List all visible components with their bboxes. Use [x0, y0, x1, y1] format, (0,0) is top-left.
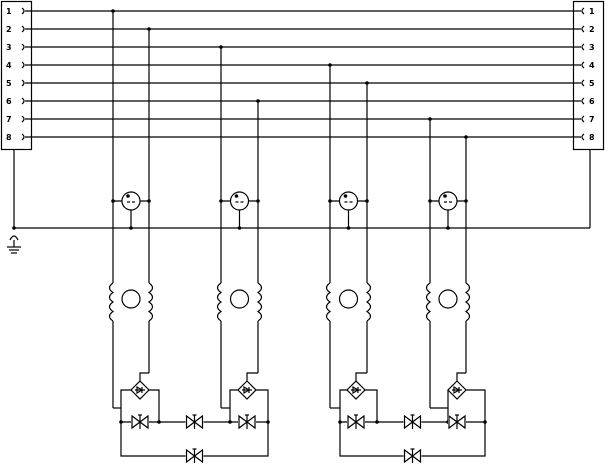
- left-pin-label: 2: [6, 25, 12, 34]
- right-pin-label: 4: [589, 61, 595, 70]
- junction-dot: [256, 199, 260, 203]
- bridge-rectifier-icon: [237, 380, 257, 400]
- left-pin-label: 6: [6, 97, 12, 106]
- right-pin-socket: [581, 79, 585, 87]
- junction-dot: [129, 226, 133, 230]
- left-pin-socket: [21, 43, 25, 51]
- coil-icon: [256, 282, 263, 322]
- junction-dot: [237, 226, 242, 230]
- left-pin-socket: [21, 61, 25, 69]
- junction-dot: [464, 199, 468, 203]
- right-pin-socket: [581, 97, 585, 105]
- rectifier-wire: [229, 389, 238, 422]
- right-connector-labels: 1 2 3 4 5 6 7 8: [589, 7, 595, 142]
- rectifier-wire: [339, 389, 347, 422]
- motor-icon: [338, 289, 359, 309]
- bridge-rectifier-icon: [447, 380, 467, 400]
- right-pin-label: 1: [589, 7, 595, 16]
- junction-dot: [343, 194, 348, 198]
- channel-wire: [456, 372, 466, 381]
- left-pin-label: 7: [6, 115, 12, 124]
- junction-dot: [111, 199, 115, 203]
- right-pin-label: 5: [589, 79, 595, 88]
- valve-icon: [238, 414, 256, 430]
- valve-icon: [185, 414, 204, 430]
- left-connector-box: [0, 0, 33, 151]
- left-pin-socket: [21, 25, 25, 33]
- junction-dot: [365, 199, 369, 203]
- channel-wire: [355, 372, 367, 381]
- right-pin-socket: [581, 7, 585, 15]
- left-pin-label: 1: [6, 7, 12, 16]
- left-pin-socket: [21, 133, 25, 141]
- right-pin-socket: [581, 25, 585, 33]
- channel-wire: [246, 372, 258, 381]
- junction-dot: [446, 226, 450, 230]
- left-pin-label: 3: [6, 43, 12, 52]
- right-pin-label: 6: [589, 97, 595, 106]
- junction-dot: [219, 199, 223, 203]
- left-pin-socket: [21, 7, 25, 15]
- right-pin-label: 7: [589, 115, 595, 124]
- motor-icon: [121, 289, 141, 309]
- valve-icon: [403, 448, 422, 464]
- rectifier-wire: [365, 389, 378, 422]
- junction-dot: [428, 199, 432, 203]
- left-pin-socket: [21, 115, 25, 123]
- sensor-icon: [338, 191, 359, 211]
- valve-icon: [347, 414, 365, 430]
- bridge-rectifier-icon: [130, 380, 150, 400]
- left-pin-label: 4: [6, 61, 12, 70]
- motor-icon: [229, 289, 250, 309]
- coil-icon: [147, 282, 154, 322]
- coil-icon: [108, 282, 115, 322]
- ground-link: [9, 235, 19, 241]
- right-pin-label: 2: [589, 25, 595, 34]
- coil-icon: [325, 282, 332, 322]
- sensor-icon: [229, 191, 250, 211]
- right-pin-socket: [581, 115, 585, 123]
- bridge-rectifier-icon: [346, 380, 366, 400]
- left-pin-socket: [21, 79, 25, 87]
- right-pin-label: 3: [589, 43, 595, 52]
- junction-dot: [12, 226, 16, 230]
- junction-dot: [346, 226, 351, 230]
- junction-dot: [328, 199, 332, 203]
- right-pin-socket: [581, 43, 585, 51]
- left-connector-labels: 1 2 3 4 5 6 7 8: [6, 7, 12, 142]
- right-pin-socket: [581, 133, 585, 141]
- right-pin-label: 8: [589, 133, 595, 142]
- coil-icon: [464, 282, 471, 322]
- rectifier-wire: [149, 389, 160, 422]
- right-pin-socket: [581, 61, 585, 69]
- junction-dot: [443, 194, 447, 198]
- rectifier-wire: [466, 389, 486, 422]
- left-pin-label: 8: [6, 133, 12, 142]
- right-connector-box: [572, 0, 605, 151]
- motor-icon: [438, 289, 458, 309]
- channel-wire: [139, 372, 149, 381]
- left-pin-socket: [21, 97, 25, 105]
- coil-icon: [425, 282, 432, 322]
- rectifier-wire: [120, 389, 131, 422]
- coil-icon: [365, 282, 372, 322]
- sensor-icon: [438, 191, 458, 211]
- valve-icon: [403, 414, 422, 430]
- valve-icon: [185, 448, 204, 464]
- left-pin-label: 5: [6, 79, 12, 88]
- rectifier-wire: [256, 389, 269, 422]
- coil-icon: [216, 282, 223, 322]
- sensor-icon: [121, 191, 141, 211]
- junction-dot: [126, 194, 130, 198]
- valve-icon: [131, 414, 149, 430]
- junction-dot: [234, 194, 239, 198]
- junction-dot: [147, 199, 151, 203]
- valve-icon: [448, 414, 466, 430]
